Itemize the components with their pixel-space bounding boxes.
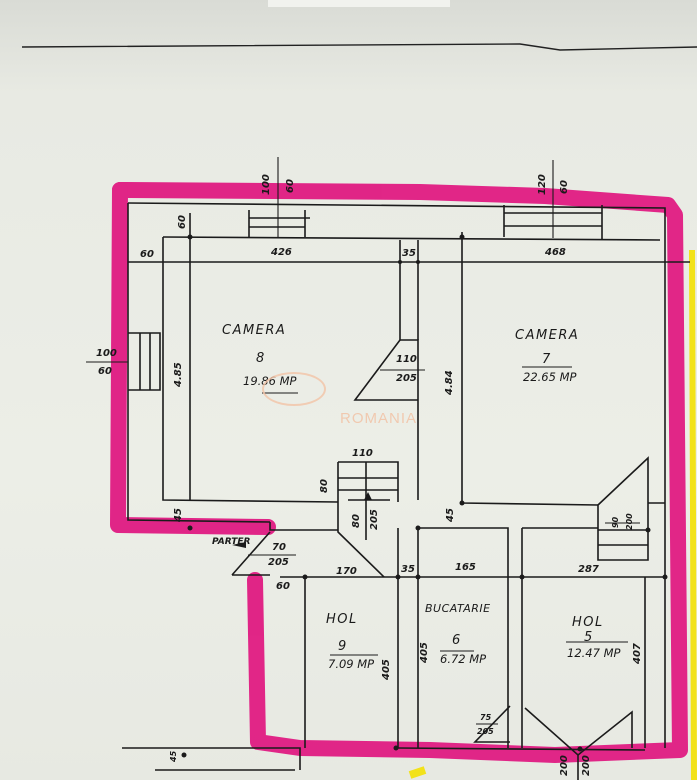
dim-bucatarie-width: 165 xyxy=(455,562,476,573)
dim-hol9-width: 170 xyxy=(336,566,357,577)
dim-window-left-h: 60 xyxy=(285,179,296,193)
dim-wall-left: 60 xyxy=(140,249,154,260)
dim-door-bucatarie-h: 205 xyxy=(477,727,494,736)
room-6-name: BUCATARIE xyxy=(425,602,491,615)
dim-hol9-height: 405 xyxy=(381,659,392,680)
dim-door-hol5-h: 200 xyxy=(625,513,634,530)
paper-tab xyxy=(268,0,450,7)
dim-door-hol5-w: 90 xyxy=(611,516,620,528)
dim-entry-door-h: 205 xyxy=(268,557,289,568)
dim-wall-45a: 45 xyxy=(173,508,184,522)
room-9-area: 7.09 MP xyxy=(328,657,375,671)
dim-hol5-width: 287 xyxy=(578,564,599,575)
yellow-highlight-mark xyxy=(408,766,427,779)
room-9-number: 9 xyxy=(338,639,347,654)
dim-wall-mid: 35 xyxy=(402,248,416,259)
room-5-area: 12.47 MP xyxy=(567,646,621,660)
entry-arrow-icon xyxy=(232,542,246,548)
room-8-number: 8 xyxy=(256,351,265,366)
room-7-area: 22.65 MP xyxy=(523,370,577,384)
room-7-name: CAMERA xyxy=(515,328,580,343)
dim-wall-60b: 60 xyxy=(276,581,290,592)
dim-door-bottom-left: 200 xyxy=(559,755,570,776)
dim-stair-step: 80 xyxy=(319,479,330,493)
dim-window-right-w: 120 xyxy=(537,174,548,195)
header-rule-line xyxy=(21,43,697,51)
dim-bucatarie-height: 405 xyxy=(419,642,430,663)
dim-wall-45b: 45 xyxy=(445,508,456,522)
dim-window-left-w: 100 xyxy=(261,174,272,195)
room-8-name: CAMERA xyxy=(222,323,287,338)
dim-wall-35b: 35 xyxy=(401,564,415,575)
dim-stair-width: 110 xyxy=(352,448,373,459)
yellow-highlight-edge xyxy=(689,249,697,780)
dim-wall-45-bottom: 45 xyxy=(169,750,178,762)
dim-wall-top-left: 60 xyxy=(177,215,188,229)
dim-door-camera8-h: 205 xyxy=(396,373,417,384)
dim-camera7-height: 4.84 xyxy=(444,370,455,395)
walls xyxy=(122,202,690,780)
room-7-number: 7 xyxy=(542,352,551,367)
room-9-name: HOL xyxy=(326,612,358,627)
room-5-number: 5 xyxy=(584,630,593,645)
dim-camera8-width: 426 xyxy=(271,247,292,258)
level-label: PARTER xyxy=(212,537,251,547)
watermark-logo-icon xyxy=(262,372,326,406)
room-6-number: 6 xyxy=(452,633,461,648)
dim-door-bottom-right: 200 xyxy=(581,755,592,776)
watermark-text: ROMANIA xyxy=(340,410,418,427)
junction-dots xyxy=(181,234,668,758)
dim-entry-door-w: 70 xyxy=(272,542,286,553)
dim-hol5-height: 407 xyxy=(632,643,643,664)
dimension-lines xyxy=(86,157,640,725)
dim-camera8-height: 4.85 xyxy=(173,362,184,387)
dim-door-bucatarie-w: 75 xyxy=(480,713,492,722)
dim-camera7-width: 468 xyxy=(545,247,566,258)
dim-stair-door-w: 80 xyxy=(351,514,362,528)
room-6-area: 6.72 MP xyxy=(440,652,487,666)
dim-door-camera8-w: 110 xyxy=(396,354,417,365)
property-boundary-highlight xyxy=(110,182,688,763)
dim-window-right-h: 60 xyxy=(559,180,570,194)
dim-stair-door-h: 205 xyxy=(369,509,380,530)
dim-left-window-w: 100 xyxy=(96,348,117,359)
dim-left-window-h: 60 xyxy=(98,366,112,377)
room-5-name: HOL xyxy=(572,615,604,630)
stair-arrow-icon xyxy=(364,492,372,500)
